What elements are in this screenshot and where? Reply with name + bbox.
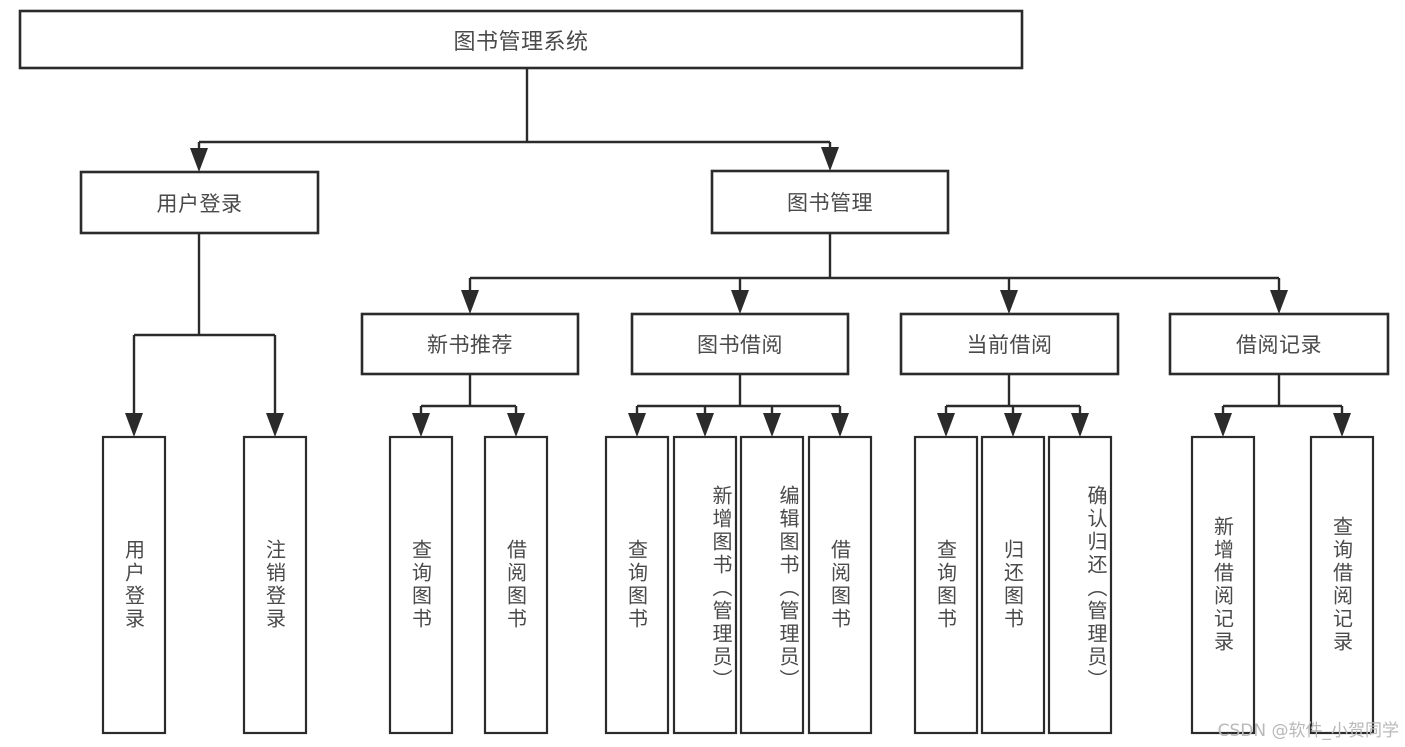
node-box-leaf-borrow-book-1[interactable] [483,435,549,735]
connector-borrow-record-to-leaves [1214,374,1351,437]
node-box-new-book-rec[interactable] [360,312,580,376]
node-box-leaf-edit-book[interactable] [739,435,805,735]
node-box-leaf-query-book-2[interactable] [604,435,670,735]
node-box-user-login[interactable] [79,170,320,235]
node-box-borrow-record[interactable] [1168,312,1390,376]
node-box-current-borrow[interactable] [899,312,1120,376]
node-box-book-manage[interactable] [710,169,950,235]
connector-user-login-to-leaves [125,233,284,437]
node-box-leaf-add-book[interactable] [672,435,738,735]
connector-current-borrow-to-leaves [937,374,1089,437]
node-box-leaf-confirm-return[interactable] [1047,435,1113,735]
connector-book-manage-to-level2 [461,233,1288,314]
node-box-leaf-query-book-1[interactable] [388,435,454,735]
node-box-leaf-query-record[interactable] [1309,435,1375,735]
node-box-leaf-user-logout[interactable] [242,435,308,735]
node-box-leaf-query-book-3[interactable] [913,435,979,735]
connector-book-borrow-to-leaves [628,374,849,437]
node-box-leaf-user-login[interactable] [101,435,167,735]
watermark-text: CSDN @软件_小贺同学 [1217,721,1399,741]
node-box-leaf-return-book[interactable] [980,435,1046,735]
connector-new-book-rec-to-leaves [412,374,525,437]
connector-root-to-level1 [190,68,839,172]
node-box-leaf-add-record[interactable] [1190,435,1256,735]
node-box-book-borrow[interactable] [630,312,850,376]
node-box-root[interactable] [18,9,1024,70]
node-box-leaf-borrow-book-2[interactable] [807,435,873,735]
